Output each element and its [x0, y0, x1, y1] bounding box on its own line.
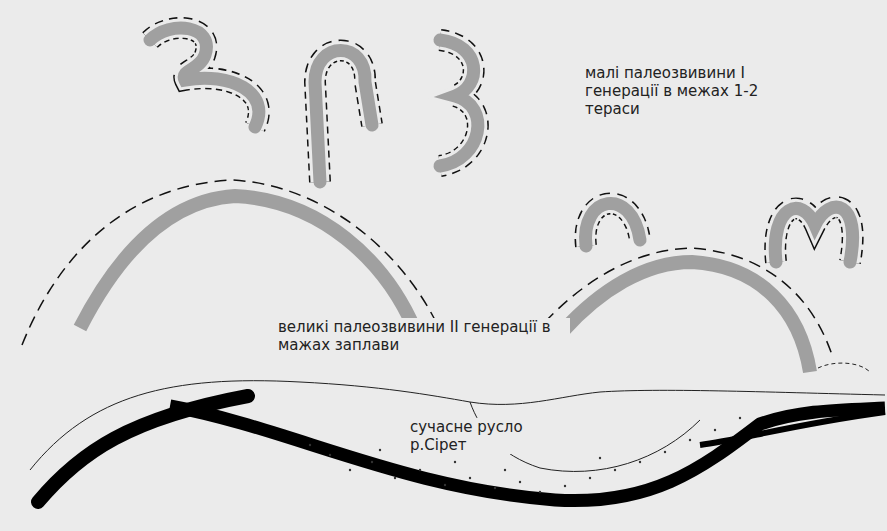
small-paleomeander	[150, 28, 853, 262]
meander-outline	[150, 28, 853, 262]
large-paleomeander	[80, 196, 415, 330]
large-paleomeander	[562, 262, 810, 372]
channel-label: сучасне русло р.Сірет	[408, 418, 542, 454]
floodplain-note: великі палеозвивини ІІ генерації в мажах…	[276, 318, 570, 354]
sandbar-dots	[309, 417, 741, 493]
river-channel	[700, 412, 885, 445]
meander-outline	[818, 363, 870, 372]
terrace-note: малі палеозвивини І генерації в межах 1-…	[583, 64, 767, 118]
meander-gap	[150, 28, 853, 262]
river-channel	[170, 406, 885, 501]
